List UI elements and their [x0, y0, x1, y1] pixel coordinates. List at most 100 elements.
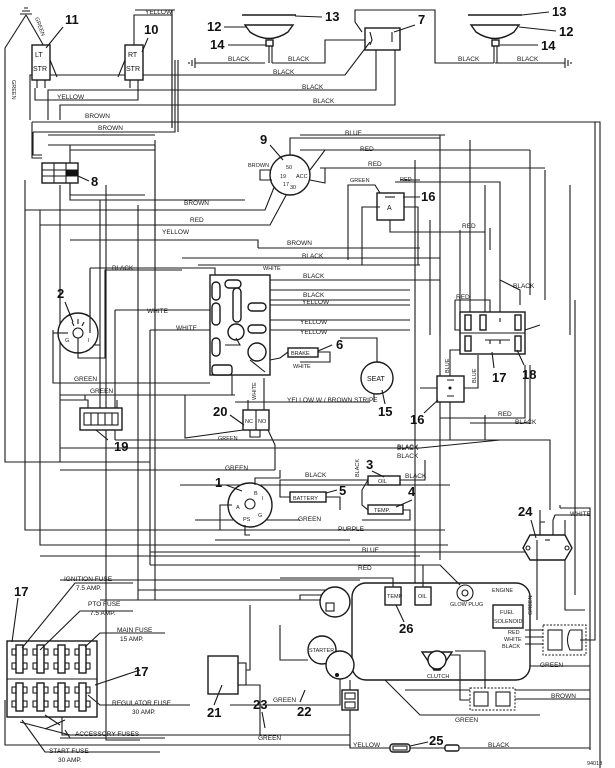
start-fuse-rating: 30 AMP.	[58, 757, 82, 764]
pin-50: 50	[286, 165, 292, 171]
pto-fuse-name: PTO FUSE	[88, 601, 121, 608]
fuse-legend-number-top: 17	[14, 584, 28, 599]
component-number-18: 18	[522, 367, 536, 382]
component-number-21: 21	[207, 705, 221, 720]
main-wire-harness	[4, 9, 601, 768]
component-number-12-right: 12	[559, 24, 573, 39]
main-fuse-rating: 15 AMP.	[120, 636, 144, 643]
wire-label: GREEN	[225, 465, 248, 472]
left-steering-switch: LT STR	[31, 44, 58, 88]
light-switch	[29, 27, 401, 120]
wire-label: BLACK	[302, 253, 324, 260]
engine-oil-label: OIL	[418, 594, 427, 600]
wire-label: GREEN	[540, 662, 563, 669]
component-number-6: 6	[336, 337, 343, 352]
component-number-4: 4	[408, 484, 416, 499]
fuse-block-17-18	[454, 279, 541, 355]
solenoid-label: SOLENOID	[494, 619, 522, 625]
ignition-fuse-rating: 7.5 AMP.	[76, 585, 102, 592]
wire-label: BLACK	[273, 69, 295, 76]
component-number-14: 14	[210, 37, 225, 52]
brake-switch-6: BRAKE	[269, 347, 331, 363]
wire-label: GREEN	[350, 178, 370, 184]
wire-label: WHITE	[570, 511, 592, 518]
wire-label: BROWN	[248, 163, 269, 169]
component-number-13-right: 13	[552, 4, 566, 19]
pin-19: 19	[280, 174, 286, 180]
component-number-25: 25	[429, 733, 443, 748]
wire-label: YELLOW	[302, 299, 330, 306]
component-number-26: 26	[399, 621, 413, 636]
seat-switch-15: SEAT	[340, 337, 394, 402]
seat-label: SEAT	[367, 376, 385, 383]
component-number-9: 9	[260, 132, 267, 147]
wire-label: YELLOW W / BROWN STRIPE	[287, 397, 378, 404]
fuse-slot	[74, 682, 91, 712]
component-number-13: 13	[325, 9, 339, 24]
wire-label: BLUE	[445, 358, 451, 373]
lt-str-label: STR	[33, 66, 47, 73]
regulator-fuse-rating: 30 AMP.	[132, 709, 156, 716]
pin-i: I	[262, 496, 264, 502]
wire-label: BLACK	[488, 742, 510, 749]
wire-label: GREEN	[273, 697, 296, 704]
wire-label: RED	[400, 177, 412, 183]
wire-label: RED	[360, 146, 374, 153]
relay-16-top: A	[347, 181, 485, 265]
relay-a-label: A	[387, 205, 392, 212]
wire-label: BLACK	[458, 56, 480, 63]
wire-label: YELLOW	[57, 94, 85, 101]
connector-8	[41, 162, 79, 184]
engine: ENGINE TEMP OIL GLOW PLUG FUEL SOLENOID …	[230, 564, 545, 706]
wire-label: BLACK	[228, 56, 250, 63]
wire-label: BROWN	[551, 693, 576, 700]
temp-ind-label: TEMP.	[374, 508, 391, 514]
wire-label: BLACK	[405, 473, 427, 480]
wire-label: BLACK	[288, 56, 310, 63]
pin-ps: PS	[243, 517, 251, 523]
headlight-right	[354, 9, 522, 64]
glow-plug-label: GLOW PLUG	[450, 602, 483, 608]
pin-acc: ACC	[296, 174, 308, 180]
fuse-legend-number-right: 17	[134, 664, 148, 679]
wire-label: GREEN	[528, 595, 534, 615]
component-number-12: 12	[207, 19, 221, 34]
fuse-slots	[11, 644, 91, 712]
starter-label: STARTER	[309, 648, 334, 654]
wire-label: RED	[368, 161, 382, 168]
component-number-8: 8	[91, 174, 98, 189]
accessory-fuses-name: ACCESSORY FUSES	[75, 731, 140, 738]
wire-label: BLACK	[397, 453, 419, 460]
battery-indicator-5: BATTERY	[279, 479, 370, 510]
wire-label: GREEN	[33, 17, 45, 37]
wire-label: GREEN	[10, 80, 16, 100]
pin-b: B	[254, 491, 258, 497]
pin-nc: NC	[245, 419, 253, 425]
component-number-22: 22	[297, 704, 311, 719]
wire-label: BLUE	[345, 130, 363, 137]
pin-i: I	[88, 338, 90, 344]
fuse-legend: IGNITION FUSE 7.5 AMP. PTO FUSE 7.5 AMP.…	[6, 576, 190, 764]
wire-label: BLACK	[517, 56, 539, 63]
brake-label: BRAKE	[291, 351, 310, 357]
pto-fuse-rating: 7.5 AMP.	[90, 610, 116, 617]
fuel-label: FUEL	[500, 610, 514, 616]
fuse-slot	[11, 644, 28, 674]
component-number-7: 7	[418, 12, 425, 27]
fuse-slot	[53, 644, 70, 674]
oil-ind-label: OIL	[378, 479, 387, 485]
ground-symbol-top-left	[20, 7, 32, 15]
main-harness-connector	[209, 274, 271, 395]
wire-label: BLACK	[515, 419, 537, 426]
rt-str-label: STR	[126, 66, 140, 73]
switch-20: NC NO	[184, 378, 276, 470]
engine-temp-label: TEMP	[387, 594, 403, 600]
regulator-fuse-name: REGULATOR FUSE	[112, 700, 172, 707]
pin-g: G	[258, 513, 262, 519]
wire-label: BROWN	[287, 240, 312, 247]
wire-label: YELLOW	[353, 742, 381, 749]
ignition-fuse-name: IGNITION FUSE	[64, 576, 113, 583]
wire-label: YELLOW	[162, 229, 190, 236]
key-switch-9: 50 19 17 30 ACC	[259, 137, 445, 196]
